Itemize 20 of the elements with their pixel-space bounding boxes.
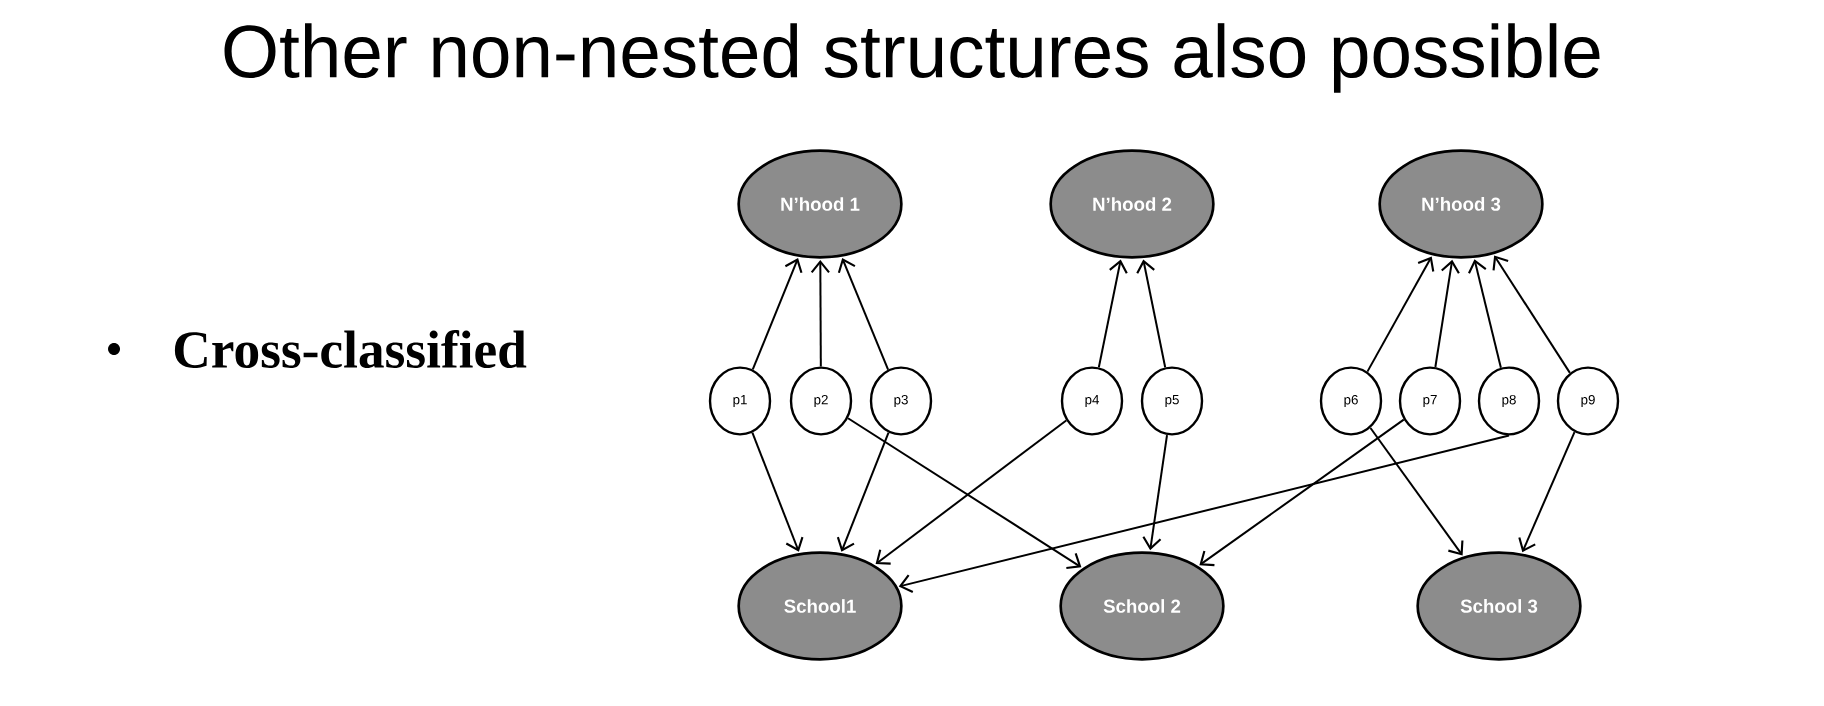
arrow [1136, 259, 1167, 369]
arrow [875, 419, 1068, 565]
arrow [1434, 259, 1460, 368]
arrow [751, 258, 803, 371]
arrow [1097, 259, 1128, 369]
arrow [1492, 255, 1571, 374]
arrow [1142, 434, 1168, 551]
arrow [1518, 431, 1576, 553]
arrow [837, 257, 890, 371]
arrow [898, 434, 1510, 593]
arrow [847, 417, 1082, 569]
arrow [751, 431, 804, 552]
arrow [1366, 256, 1435, 373]
arrow [836, 431, 890, 552]
arrow [1369, 426, 1464, 556]
bullet-text: Cross-classified [174, 329, 527, 369]
arrow [1468, 259, 1502, 369]
title: Other non-nested structures also possible [224, 23, 1600, 93]
arrow [810, 260, 830, 368]
arrow [1199, 418, 1405, 567]
